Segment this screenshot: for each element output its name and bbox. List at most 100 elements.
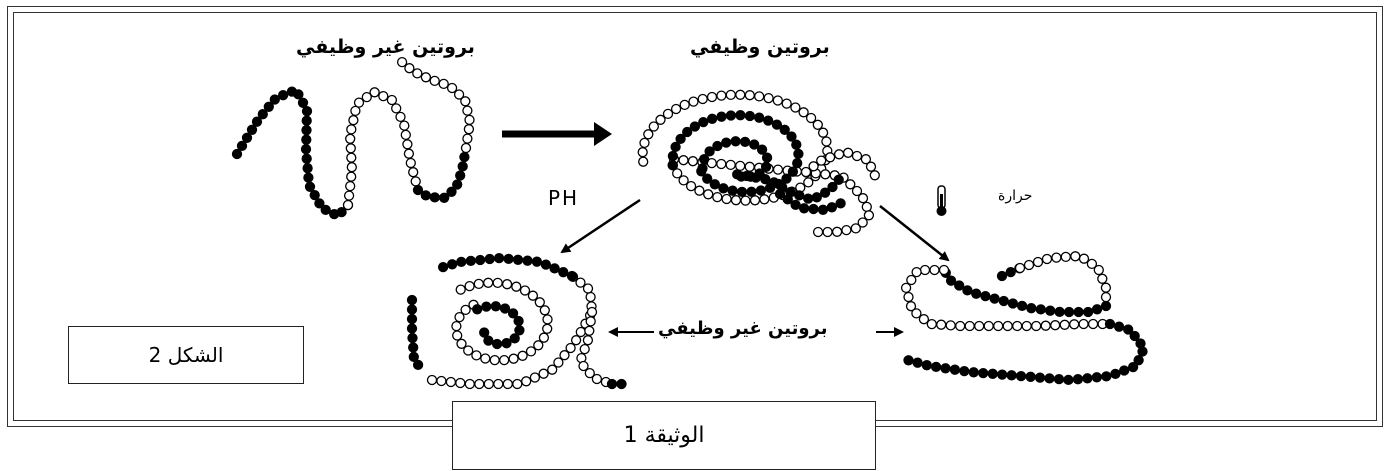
ph-label: PH	[548, 186, 580, 210]
apolar-amino-acid-bead	[558, 267, 569, 278]
apolar-amino-acid-bead	[699, 153, 710, 165]
polar-amino-acid-bead	[529, 372, 541, 383]
apolar-amino-acid-bead	[452, 179, 463, 190]
apolar-amino-acid-bead	[456, 256, 467, 268]
apolar-amino-acid-bead	[481, 301, 492, 312]
apolar-amino-acid-bead	[741, 170, 752, 182]
apolar-amino-acid-bead	[962, 285, 973, 296]
polar-amino-acid-bead	[938, 264, 950, 276]
polar-amino-acid-bead	[538, 368, 549, 379]
polar-amino-acid-bead	[429, 75, 440, 87]
apolar-amino-acid-bead	[301, 125, 312, 136]
polar-amino-acid-bead	[1087, 318, 1099, 330]
apolar-amino-acid-bead	[301, 134, 312, 145]
apolar-amino-acid-bead	[811, 192, 822, 203]
polar-amino-acid-bead	[345, 143, 356, 154]
polar-amino-acid-bead	[694, 185, 705, 196]
apolar-amino-acid-bead	[439, 192, 450, 203]
apolar-amino-acid-bead	[484, 253, 495, 265]
polar-amino-acid-bead	[559, 350, 570, 361]
polar-amino-acid-bead	[480, 353, 491, 364]
polar-amino-acid-bead	[740, 195, 751, 206]
polar-amino-acid-bead	[1041, 253, 1053, 265]
polar-amino-acid-bead	[464, 378, 475, 390]
apolar-amino-acid-bead	[304, 181, 316, 192]
apolar-amino-acid-bead	[675, 133, 686, 145]
polar-amino-acid-bead	[386, 94, 398, 106]
polar-amino-acid-bead	[1012, 320, 1023, 332]
apolar-amino-acid-bead	[446, 186, 457, 197]
apolar-amino-acid-bead	[771, 119, 783, 130]
polar-amino-acid-bead	[816, 155, 827, 166]
apolar-amino-acid-bead	[760, 161, 772, 172]
apolar-amino-acid-bead	[293, 89, 304, 100]
polar-amino-acid-bead	[519, 285, 531, 296]
polar-amino-acid-bead	[501, 279, 513, 290]
polar-amino-acid-bead	[716, 90, 727, 101]
apolar-amino-acid-bead	[1100, 300, 1112, 312]
polar-amino-acid-bead	[542, 323, 553, 334]
polar-amino-acid-bead	[462, 133, 473, 144]
apolar-amino-acid-bead	[749, 139, 760, 150]
apolar-amino-acid-bead	[702, 173, 713, 184]
apolar-amino-acid-bead	[1082, 306, 1094, 318]
polar-amino-acid-bead	[399, 120, 410, 131]
polar-amino-acid-bead	[861, 201, 872, 213]
polar-amino-acid-bead	[474, 378, 485, 390]
polar-amino-acid-bead	[456, 338, 467, 349]
polar-amino-acid-bead	[408, 167, 419, 178]
apolar-amino-acid-bead	[921, 360, 932, 371]
apolar-amino-acid-bead	[302, 163, 313, 174]
polar-amino-acid-bead	[869, 170, 880, 181]
polar-amino-acid-bead	[553, 357, 564, 368]
polar-amino-acid-bead	[533, 340, 544, 351]
apolar-amino-acid-bead	[682, 126, 693, 138]
apolar-amino-acid-bead	[945, 275, 957, 286]
polar-amino-acid-bead	[865, 161, 877, 172]
polar-amino-acid-bead	[929, 264, 940, 276]
polar-amino-acid-bead	[993, 320, 1004, 332]
apolar-amino-acid-bead	[997, 369, 1008, 380]
polar-amino-acid-bead	[637, 147, 648, 158]
polar-amino-acid-bead	[712, 191, 723, 203]
polar-amino-acid-bead	[462, 105, 473, 116]
polar-amino-acid-bead	[1050, 320, 1061, 331]
polar-amino-acid-bead	[438, 78, 449, 90]
polar-amino-acid-bead	[1086, 258, 1098, 270]
polar-amino-acid-bead	[1100, 282, 1112, 293]
apolar-amino-acid-bead	[465, 255, 476, 267]
apolar-amino-acid-bead	[786, 131, 797, 142]
apolar-amino-acid-bead	[1101, 371, 1112, 382]
polar-amino-acid-bead	[841, 224, 852, 236]
polar-amino-acid-bead	[974, 320, 985, 332]
polar-amino-acid-bead	[584, 367, 595, 379]
figure-label-box: الشكل 2	[68, 326, 304, 384]
polar-amino-acid-bead	[670, 103, 682, 115]
apolar-amino-acid-bead	[277, 90, 289, 101]
polar-amino-acid-bead	[511, 281, 522, 292]
apolar-amino-acid-bead	[1015, 370, 1027, 382]
apolar-amino-acid-bead	[1054, 306, 1065, 318]
polar-amino-acid-bead	[453, 89, 465, 100]
apolar-amino-acid-bead	[735, 110, 746, 121]
nonfunctional-protein-label-bottom: بروتين غير وظيفي	[658, 318, 828, 339]
polar-amino-acid-bead	[346, 124, 357, 135]
apolar-amino-acid-bead	[754, 112, 765, 123]
apolar-amino-acid-bead	[491, 338, 503, 350]
polar-amino-acid-bead	[405, 157, 416, 169]
apolar-amino-acid-bead	[257, 109, 268, 120]
apolar-amino-acid-bead	[412, 359, 424, 371]
apolar-amino-acid-bead	[1025, 371, 1036, 382]
polar-amino-acid-bead	[918, 314, 930, 325]
apolar-amino-acid-bead	[736, 186, 748, 198]
polar-amino-acid-bead	[790, 102, 801, 113]
polar-amino-acid-bead	[688, 96, 699, 107]
apolar-amino-acid-bead	[606, 378, 618, 390]
polar-amino-acid-bead	[565, 342, 576, 354]
apolar-amino-acid-bead	[406, 294, 418, 306]
polar-amino-acid-bead	[527, 290, 539, 301]
polar-amino-acid-bead	[452, 330, 463, 341]
apolar-amino-acid-bead	[408, 351, 419, 363]
polar-amino-acid-bead	[735, 160, 746, 172]
polar-amino-acid-bead	[395, 111, 406, 123]
